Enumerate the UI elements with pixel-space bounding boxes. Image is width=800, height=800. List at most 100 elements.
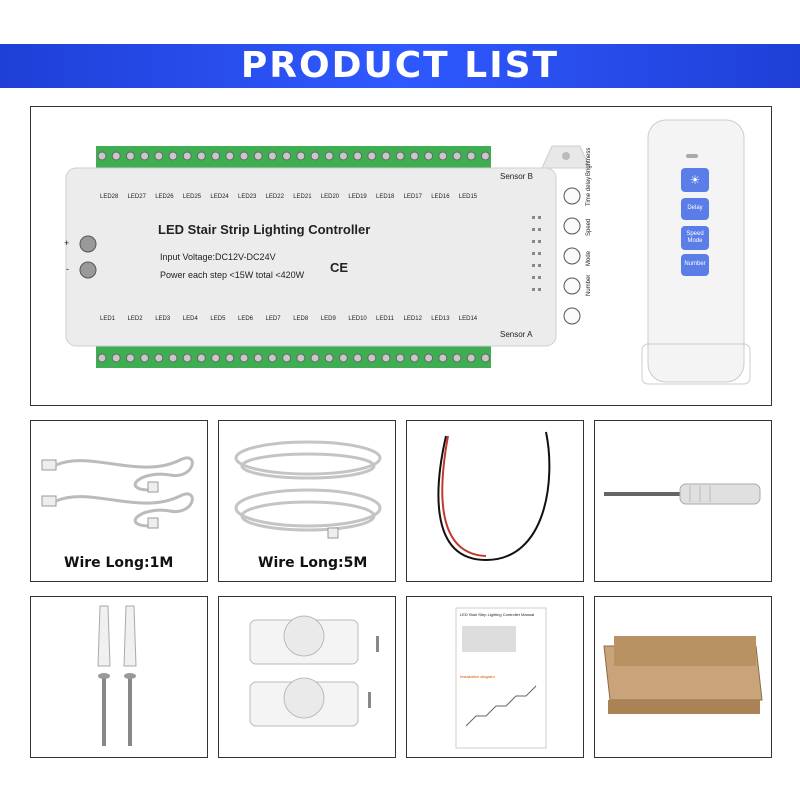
remote-delay-button[interactable]: Delay bbox=[681, 198, 709, 220]
terminal-screw bbox=[267, 151, 277, 161]
bottom-led-label: LED11 bbox=[376, 316, 394, 322]
input-voltage: Input Voltage:DC12V-DC24V bbox=[160, 252, 276, 262]
terminal-screw bbox=[154, 353, 164, 363]
side-button-label: Speed bbox=[586, 218, 592, 236]
terminal-screw bbox=[168, 151, 178, 161]
power-rating: Power each step <15W total <420W bbox=[160, 270, 305, 280]
terminal-screw bbox=[182, 151, 192, 161]
remote-brightness-button[interactable]: ☀ bbox=[681, 168, 709, 192]
remote-speed-mode-button[interactable]: Speed Mode bbox=[681, 226, 709, 250]
sun-icon: ☀ bbox=[689, 172, 701, 187]
terminal-screw bbox=[267, 353, 277, 363]
top-led-label: LED24 bbox=[210, 194, 229, 200]
sensor-b-label: Sensor B bbox=[500, 172, 533, 181]
terminal-screw bbox=[239, 151, 249, 161]
bottom-led-label: LED6 bbox=[238, 316, 254, 322]
terminal-screw bbox=[125, 151, 135, 161]
terminal-screw bbox=[395, 151, 405, 161]
bottom-led-label: LED2 bbox=[127, 316, 143, 322]
terminal-screw bbox=[424, 151, 434, 161]
terminal-screw bbox=[211, 353, 221, 363]
terminal-screw bbox=[296, 151, 306, 161]
remote-number-button[interactable]: Number bbox=[681, 254, 709, 276]
terminal-screw bbox=[353, 151, 363, 161]
side-button-label: Time delay bbox=[586, 176, 592, 206]
controller-graphic bbox=[65, 119, 751, 385]
terminal-screw bbox=[97, 353, 107, 363]
power-plus-label: + bbox=[64, 238, 70, 248]
terminal-screw bbox=[324, 151, 334, 161]
terminal-screw bbox=[225, 151, 235, 161]
terminal-screw bbox=[338, 353, 348, 363]
power-wire-image bbox=[437, 431, 551, 562]
terminal-screw bbox=[480, 151, 490, 161]
clamps-image bbox=[249, 615, 379, 727]
terminal-screw bbox=[125, 353, 135, 363]
terminal-screw bbox=[480, 353, 490, 363]
bottom-led-label: LED4 bbox=[182, 316, 198, 322]
controller-side-button[interactable] bbox=[563, 217, 581, 235]
terminal-screw bbox=[140, 353, 150, 363]
top-led-label: LED27 bbox=[127, 194, 146, 200]
terminal-screw bbox=[310, 353, 320, 363]
terminal-screw bbox=[211, 151, 221, 161]
top-led-label: LED23 bbox=[238, 194, 257, 200]
manual-image bbox=[455, 607, 547, 749]
terminal-screw bbox=[111, 353, 121, 363]
controller-side-button[interactable] bbox=[563, 187, 581, 205]
bottom-led-label: LED7 bbox=[265, 316, 281, 322]
bottom-led-label: LED1 bbox=[100, 316, 116, 322]
top-led-label: LED21 bbox=[293, 194, 312, 200]
power-minus-label: - bbox=[66, 264, 69, 274]
side-button-label: Brightness bbox=[586, 147, 592, 176]
wire-5m-caption: Wire Long:5M bbox=[258, 555, 368, 571]
top-led-label: LED19 bbox=[348, 194, 367, 200]
terminal-screw bbox=[338, 151, 348, 161]
top-led-label: LED18 bbox=[376, 194, 395, 200]
sensor-wire-1m-image bbox=[41, 456, 194, 529]
title-banner bbox=[0, 44, 800, 88]
bottom-led-label: LED14 bbox=[458, 316, 478, 322]
top-led-label: LED15 bbox=[458, 194, 478, 200]
terminal-screw bbox=[353, 353, 363, 363]
terminal-screw bbox=[452, 353, 462, 363]
sensor-wire-5m-image bbox=[234, 440, 382, 539]
controller-side-button[interactable] bbox=[563, 247, 581, 265]
remote-speed-mode-label: Speed Mode bbox=[686, 230, 704, 244]
side-button-label: Number bbox=[586, 274, 592, 296]
terminal-screw bbox=[282, 353, 292, 363]
item-box-anchors bbox=[30, 596, 208, 758]
terminal-screw bbox=[310, 151, 320, 161]
sensor-a-label: Sensor A bbox=[500, 330, 533, 339]
controller-side-button[interactable] bbox=[563, 307, 581, 325]
screwdriver-image bbox=[604, 483, 761, 505]
wire-1m-caption: Wire Long:1M bbox=[64, 555, 174, 571]
bottom-led-label: LED8 bbox=[293, 316, 309, 322]
carton-box-image bbox=[603, 636, 763, 714]
top-led-label: LED25 bbox=[182, 194, 202, 200]
terminal-screw bbox=[196, 353, 206, 363]
terminal-screw bbox=[253, 353, 263, 363]
terminal-screw bbox=[438, 151, 448, 161]
terminal-screw bbox=[253, 151, 263, 161]
terminal-screw bbox=[409, 353, 419, 363]
terminal-screw bbox=[97, 151, 107, 161]
terminal-screw bbox=[367, 353, 377, 363]
terminal-screw bbox=[140, 151, 150, 161]
terminal-screw bbox=[239, 353, 249, 363]
bottom-led-label: LED10 bbox=[348, 316, 367, 322]
terminal-screw bbox=[381, 353, 391, 363]
terminal-screw bbox=[182, 353, 192, 363]
remote-number-label: Number bbox=[684, 261, 706, 268]
side-button-label: Mode bbox=[586, 250, 592, 266]
top-led-label: LED16 bbox=[431, 194, 450, 200]
item-box-power-wire bbox=[406, 420, 584, 582]
terminal-screw bbox=[466, 151, 476, 161]
terminal-screw bbox=[452, 151, 462, 161]
controller-side-button[interactable] bbox=[563, 277, 581, 295]
terminal-screw bbox=[466, 353, 476, 363]
bottom-led-label: LED12 bbox=[403, 316, 422, 322]
terminal-screw bbox=[296, 353, 306, 363]
bottom-led-label: LED5 bbox=[210, 316, 226, 322]
banner-title: PRODUCT LIST bbox=[240, 45, 560, 86]
